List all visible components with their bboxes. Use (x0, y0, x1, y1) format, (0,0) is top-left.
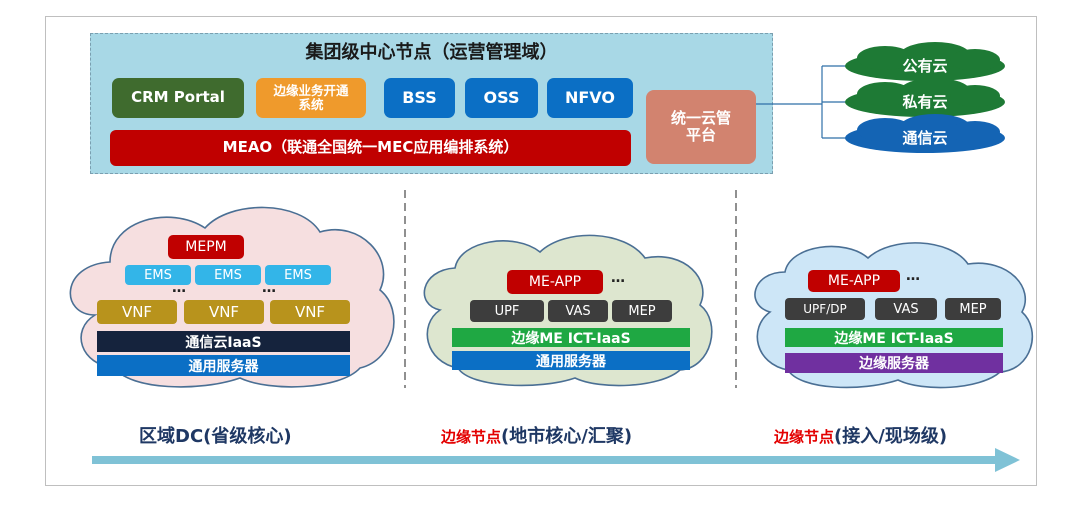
ems-box-2: EMS (195, 265, 261, 285)
cloud-management-box: 统一云管平台 (646, 90, 756, 164)
public-cloud-label: 公有云 (902, 57, 948, 75)
regional-server-bar: 通用服务器 (97, 355, 350, 376)
private-cloud-label: 私有云 (902, 93, 948, 111)
vnf-box-3: VNF (270, 300, 350, 324)
telecom-cloud-icon (845, 114, 1005, 153)
edge-city-ellipsis: … (611, 270, 626, 286)
edge-city-upf-box: UPF (470, 300, 544, 322)
public-cloud-icon (845, 42, 1005, 81)
edge-access-vas-box: VAS (875, 298, 937, 320)
regional-dc-label: 区域DC(省级核心) (139, 426, 292, 447)
edge-access-server-bar: 边缘服务器 (785, 353, 1003, 373)
oss-box: OSS (465, 78, 538, 118)
ems-box-1: EMS (125, 265, 191, 285)
edge-access-mep-box: MEP (945, 298, 1001, 320)
edge-access-app-box: ME-APP (808, 270, 900, 292)
regional-ellipsis-2: … (262, 280, 277, 296)
figure-frame (45, 16, 1037, 486)
edge-access-label-rest: (接入/现场级) (834, 426, 948, 447)
edge-city-mep-box: MEP (612, 300, 672, 322)
regional-ellipsis-1: … (172, 280, 187, 296)
nfvo-box: NFVO (547, 78, 633, 118)
edge-city-app-box: ME-APP (507, 270, 603, 294)
edge-city-server-bar: 通用服务器 (452, 351, 690, 370)
vnf-box-1: VNF (97, 300, 177, 324)
progress-arrow (92, 448, 1020, 472)
ems-box-3: EMS (265, 265, 331, 285)
edge-access-label-highlight: 边缘节点 (774, 428, 835, 446)
edge-access-iaas-bar: 边缘ME ICT-IaaS (785, 328, 1003, 347)
edge-access-ellipsis: … (906, 268, 921, 284)
edge-city-label: 边缘节点(地市核心/汇聚) (441, 422, 632, 448)
meao-box: MEAO（联通全国统一MEC应用编排系统） (110, 130, 631, 166)
edge-city-label-highlight: 边缘节点 (441, 428, 502, 446)
edge-city-vas-box: VAS (548, 300, 608, 322)
telecom-iaas-bar: 通信云IaaS (97, 331, 350, 352)
mepm-box: MEPM (168, 235, 244, 259)
vnf-box-2: VNF (184, 300, 264, 324)
domain-title: 集团级中心节点（运营管理域） (305, 42, 558, 63)
edge-city-label-rest: (地市核心/汇聚) (501, 426, 633, 447)
connector-lines (756, 65, 848, 139)
edge-city-iaas-bar: 边缘ME ICT-IaaS (452, 328, 690, 347)
private-cloud-icon (845, 78, 1005, 117)
edge-access-upf-box: UPF/DP (785, 298, 865, 320)
telecom-cloud-label: 通信云 (902, 129, 948, 147)
edge-service-system-box: 边缘业务开通系统 (256, 78, 366, 118)
bss-box: BSS (384, 78, 455, 118)
edge-access-label: 边缘节点(接入/现场级) (774, 422, 947, 448)
crm-portal-box: CRM Portal (112, 78, 244, 118)
